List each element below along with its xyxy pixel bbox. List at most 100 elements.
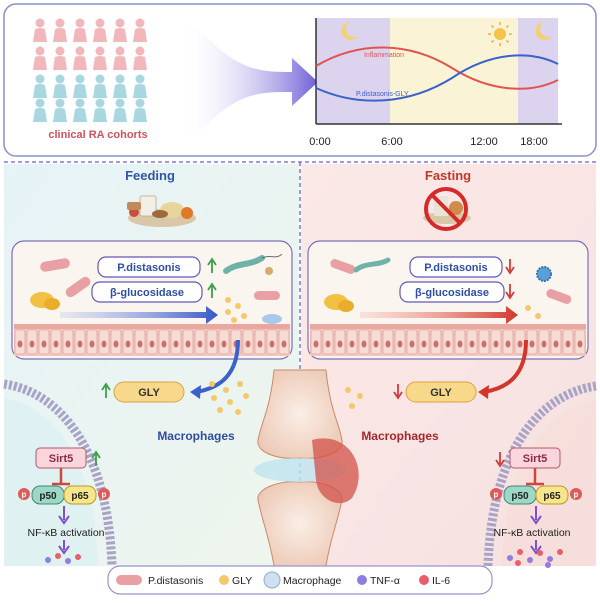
phospho-label: p — [494, 490, 499, 499]
flagellate-bacterium — [353, 257, 391, 273]
enzyme-blob — [324, 294, 354, 312]
down-arrow-icon — [505, 284, 515, 300]
feeding-conversion-arrow — [60, 306, 218, 324]
down-arrow-icon — [393, 384, 403, 400]
person-icon — [53, 74, 67, 98]
feeding-title: Feeding — [125, 168, 175, 183]
phospho-mark — [98, 488, 110, 500]
macrophage-membrane-right — [483, 381, 597, 567]
phospho-label: p — [574, 490, 579, 499]
person-icon — [113, 74, 127, 98]
up-arrow-icon — [91, 450, 101, 466]
moon-icon-right — [535, 22, 552, 40]
tick-label-0: 0:00 — [309, 136, 330, 148]
person-icon — [113, 46, 127, 70]
fasting-gly-pill — [405, 381, 477, 403]
fasting-pdistasonis-badge — [409, 256, 503, 278]
feeding-signaling: Sirt5 p50 p65 p p NF-κB activation — [18, 447, 110, 564]
cohort-label: clinical RA cohorts — [48, 129, 147, 141]
bacterium-pdistasonis — [254, 291, 280, 300]
person-icon — [33, 46, 47, 70]
fasting-conversion-arrow — [360, 306, 518, 324]
tick-label-12: 12:00 — [470, 136, 498, 148]
fasting-pdistasonis-label: P.distasonis — [424, 262, 487, 274]
person-icon — [73, 98, 87, 122]
bacterium-pdistasonis — [546, 289, 572, 304]
gly-dots — [525, 305, 541, 319]
spiky-bacterium — [536, 266, 552, 282]
fasting-p65-label: p65 — [543, 491, 561, 502]
legend-label-pdistasonis: P.distasonis — [148, 575, 203, 587]
inflammation-curve — [315, 46, 559, 90]
legend-box — [107, 565, 493, 595]
fasting-enzyme-label: β-glucosidase — [415, 287, 489, 299]
person-icon — [93, 98, 107, 122]
person-icon — [73, 18, 87, 42]
feeding-pdistasonis-label: P.distasonis — [117, 262, 180, 274]
person-icon — [53, 98, 67, 122]
legend-swatch-gly — [219, 575, 229, 585]
feeding-nfkb-label: NF-κB activation — [27, 527, 104, 539]
feeding-epithelium — [14, 324, 290, 356]
night-band-left — [316, 18, 390, 124]
person-icon — [53, 18, 67, 42]
phospho-mark — [18, 488, 30, 500]
up-arrow-icon — [207, 282, 217, 298]
phospho-mark — [570, 488, 582, 500]
feeding-gly-flow-arrow — [195, 339, 240, 394]
fasting-epithelium — [310, 324, 586, 356]
pdistasonis-gly-curve — [315, 54, 559, 102]
sun-icon — [488, 22, 512, 46]
fasting-signaling: Sirt5 p50 p65 p p NF-κB activation — [490, 447, 582, 568]
patient-cohort-icons — [33, 18, 147, 122]
feeding-gly-label: GLY — [138, 387, 160, 399]
person-icon — [93, 46, 107, 70]
person-icon — [133, 98, 147, 122]
person-icon — [113, 18, 127, 42]
gly-dots — [225, 297, 247, 323]
bacterium-pdistasonis — [330, 259, 356, 274]
flagellate-bacterium — [223, 255, 265, 274]
legend: P.distasonis GLY Macrophage TNF-α IL-6 — [107, 565, 493, 595]
funnel-arrow — [190, 20, 318, 142]
inflammation-label: Inflammation — [364, 52, 404, 59]
feeding-sirt5-label: Sirt5 — [49, 453, 73, 465]
feeding-enzyme-label: β-glucosidase — [110, 287, 184, 299]
feeding-p65-label: p65 — [71, 491, 89, 502]
feeding-enzyme-badge — [91, 281, 203, 303]
tick-label-18: 18:00 — [520, 136, 548, 148]
person-icon — [133, 74, 147, 98]
person-icon — [93, 74, 107, 98]
legend-label-macrophage: Macrophage — [283, 575, 342, 587]
legend-label-gly: GLY — [232, 575, 252, 587]
legend-swatch-pdistasonis — [116, 575, 142, 585]
cytokine-dots — [45, 553, 81, 564]
fasting-nfkb-label: NF-κB activation — [493, 527, 570, 539]
enzyme-blob — [30, 292, 60, 310]
pdistasonis-gly-label: P.distasonis-GLY — [356, 91, 409, 98]
knee-joint-illustration — [254, 369, 359, 567]
bacterium-blue — [262, 314, 282, 324]
up-arrow-icon — [207, 257, 217, 273]
bacterium-pdistasonis — [65, 276, 91, 298]
gly-dots-scattered — [209, 381, 363, 415]
fasting-gly-flow-arrow — [483, 339, 528, 394]
feeding-macrophages-label: Macrophages — [157, 429, 235, 443]
feeding-pdistasonis-badge — [97, 256, 201, 278]
moon-icon — [341, 22, 358, 40]
no-food-icon — [423, 187, 471, 231]
fasting-sirt5-label: Sirt5 — [523, 453, 547, 465]
macrophage-membrane-left — [3, 379, 117, 567]
virus-particle — [265, 267, 273, 275]
person-icon — [33, 98, 47, 122]
tick-label-6: 6:00 — [381, 136, 402, 148]
feeding-p65 — [63, 485, 97, 505]
bacterium-pdistasonis — [40, 258, 70, 272]
phospho-label: p — [102, 490, 107, 499]
feeding-p50-label: p50 — [39, 491, 57, 502]
legend-swatch-tnf — [357, 575, 367, 585]
fasting-p65 — [535, 485, 569, 505]
phospho-label: p — [22, 490, 27, 499]
phospho-mark — [490, 488, 502, 500]
